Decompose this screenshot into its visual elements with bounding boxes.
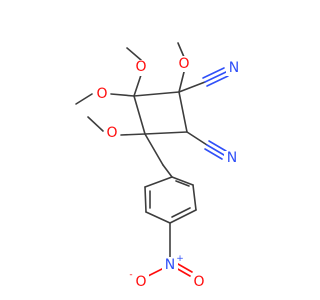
atom-o-top-left: O — [135, 59, 146, 75]
charge-o-nitro-left: - — [129, 270, 132, 280]
nitrile-triple-top-1 — [204, 71, 227, 83]
nitro-bond-left-o — [147, 267, 165, 277]
nitrile-bond-c2-c-top — [178, 81, 206, 93]
nitrile-triple-top-3 — [206, 75, 229, 87]
nitrile-triple-top-2 — [202, 67, 225, 79]
aryl-double-bond-b — [171, 207, 191, 218]
aryl-bond-3 — [169, 209, 197, 224]
aryl-bond-6 — [144, 176, 173, 188]
atom-n-nitro: N — [165, 257, 175, 273]
nitrile-triple-bottom-2 — [208, 140, 227, 152]
methoxy-groups — [75, 42, 185, 136]
aryl-double-bond-a — [175, 180, 190, 187]
aryl-bond-1 — [171, 176, 194, 186]
ring-bond-bottom — [144, 131, 188, 135]
charge-n-nitro: + — [176, 254, 184, 264]
methoxy-bond-o-me-lower-left — [87, 116, 104, 132]
atom-n-nitrile-bottom: N — [227, 150, 237, 166]
aryl-bond-4 — [145, 211, 171, 224]
cyclobutane-ring — [133, 91, 188, 135]
molecule-structure-diagram: O O O O N N N + O - O — [75, 42, 242, 290]
nitro-double-bond-right-o-1 — [175, 267, 191, 277]
methoxy-bond-o-me-top-left — [126, 47, 142, 61]
atom-n-nitrile-top: N — [229, 60, 239, 76]
atom-o-mid-left: O — [96, 86, 107, 102]
methoxy-bond-c4-o-lower — [120, 133, 146, 136]
nitrile-groups — [178, 67, 229, 160]
atom-labels: O O O O N N N + O - O — [94, 56, 242, 290]
nitrile-bond-c3-c-bottom — [186, 131, 208, 146]
benzene-ring — [144, 133, 197, 224]
ring-to-aryl-bond — [162, 164, 173, 178]
aryl-bond-5 — [144, 186, 147, 213]
nitro-group — [147, 222, 193, 277]
methoxy-bond-o-me-mid-left — [75, 93, 93, 105]
methoxy-bond-c1-o-mid — [110, 93, 135, 97]
methoxy-bond-c2-o-top — [178, 71, 185, 93]
nitrile-triple-bottom-3 — [204, 148, 223, 160]
atom-o-nitro-left: O — [135, 274, 146, 290]
atom-o-nitro-right: O — [193, 274, 204, 290]
ring-bond-top — [133, 91, 180, 97]
nitrile-triple-bottom-1 — [206, 144, 225, 156]
ring-bond-right — [178, 91, 188, 133]
atom-o-lower-left: O — [106, 125, 117, 141]
atom-o-top-right: O — [178, 56, 189, 72]
c4-to-aryl-bond — [144, 133, 164, 166]
methoxy-bond-c1-o-top — [133, 74, 142, 97]
methoxy-bond-o-me-top-right — [177, 42, 185, 58]
ring-bond-left — [133, 95, 146, 135]
nitro-double-bond-right-o-2 — [177, 263, 193, 273]
aryl-bond-2 — [192, 184, 197, 211]
